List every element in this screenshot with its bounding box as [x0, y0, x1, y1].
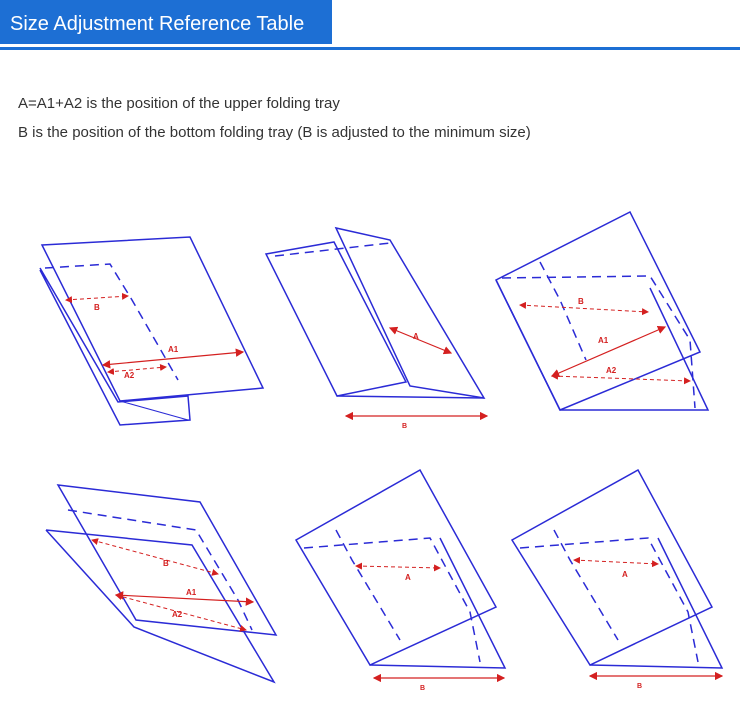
- page-title: Size Adjustment Reference Table: [10, 13, 305, 35]
- diagram-5-hidden-edge-b: [335, 529, 401, 641]
- diagram-5: [294, 468, 507, 683]
- diagram-5-upper-panel: [294, 468, 498, 666]
- diagram-6-lower-panel: [589, 537, 724, 669]
- diagram-6-hidden-edge-b: [553, 529, 619, 641]
- diagram-1-hidden-edge: [44, 263, 179, 381]
- diagram-1-b-label: B: [94, 303, 100, 312]
- diagram-3-b-label: B: [578, 297, 584, 306]
- header-bar: Size Adjustment Reference Table: [0, 0, 332, 44]
- diagram-4-lower-panel: [45, 529, 276, 684]
- diagram-5-lower-panel: [369, 537, 507, 669]
- diagram-6: [510, 468, 724, 681]
- diagram-1: [39, 236, 265, 426]
- diagram-1-b-measure: [65, 292, 129, 304]
- diagram-4-hidden-edge: [67, 509, 253, 631]
- diagram-5-b-label: B: [420, 685, 425, 692]
- diagram-2-base-edge: [336, 395, 485, 399]
- diagram-3-a1-label: A1: [598, 336, 609, 345]
- diagram-1-a1-measure: [101, 348, 245, 369]
- diagram-6-a-measure: [573, 556, 659, 568]
- diagram-1-lower-panel: [39, 267, 191, 426]
- diagram-4-a1-label: A1: [186, 588, 197, 597]
- diagram-3-a1-measure: [550, 326, 667, 377]
- diagram-3-b-measure: [519, 301, 649, 316]
- diagram-3-upper-panel: [494, 210, 702, 411]
- diagram-2-a-label: A: [413, 332, 419, 341]
- diagram-6-hidden-edge-a: [519, 537, 699, 663]
- description-line-2: B is the position of the bottom folding …: [18, 124, 531, 141]
- diagram-3-a2-label: A2: [606, 366, 617, 375]
- diagram-5-hidden-edge-a: [303, 537, 481, 663]
- diagram-2-left-panel: [264, 241, 408, 397]
- diagram-1-fold-line: [119, 400, 189, 421]
- diagram-3-left-edge: [495, 279, 561, 411]
- diagram-2-a-measure: [388, 326, 453, 355]
- diagram-6-b-label: B: [637, 683, 642, 690]
- diagram-4: [45, 484, 278, 684]
- diagram-2-right-panel: [334, 226, 486, 399]
- diagram-5-a-label: A: [405, 573, 411, 582]
- diagram-4-b-label: B: [163, 559, 169, 568]
- diagram-4-b-measure: [91, 538, 219, 576]
- diagram-6-a-label: A: [622, 570, 628, 579]
- diagram-5-a-measure: [355, 562, 441, 572]
- header-divider: [0, 47, 740, 50]
- diagram-3: [494, 210, 710, 411]
- diagram-1-a1-label: A1: [168, 345, 179, 354]
- diagram-1-a2-measure: [107, 364, 167, 375]
- diagram-1-upper-panel: [40, 236, 265, 402]
- diagram-4-a2-measure: [115, 593, 247, 632]
- diagram-2: [264, 226, 489, 421]
- description-line-1: A=A1+A2 is the position of the upper fol…: [18, 95, 340, 112]
- diagram-3-a2-measure: [551, 372, 691, 385]
- diagram-2-b-label: B: [402, 423, 407, 430]
- diagram-1-a2-label: A2: [124, 371, 135, 380]
- diagram-6-upper-panel: [510, 468, 714, 666]
- diagram-3-lower-panel: [560, 287, 710, 411]
- diagram-4-a2-label: A2: [172, 610, 183, 619]
- diagram-2-hidden-edge: [274, 242, 391, 257]
- diagram-3-hidden-edge-a: [501, 275, 696, 409]
